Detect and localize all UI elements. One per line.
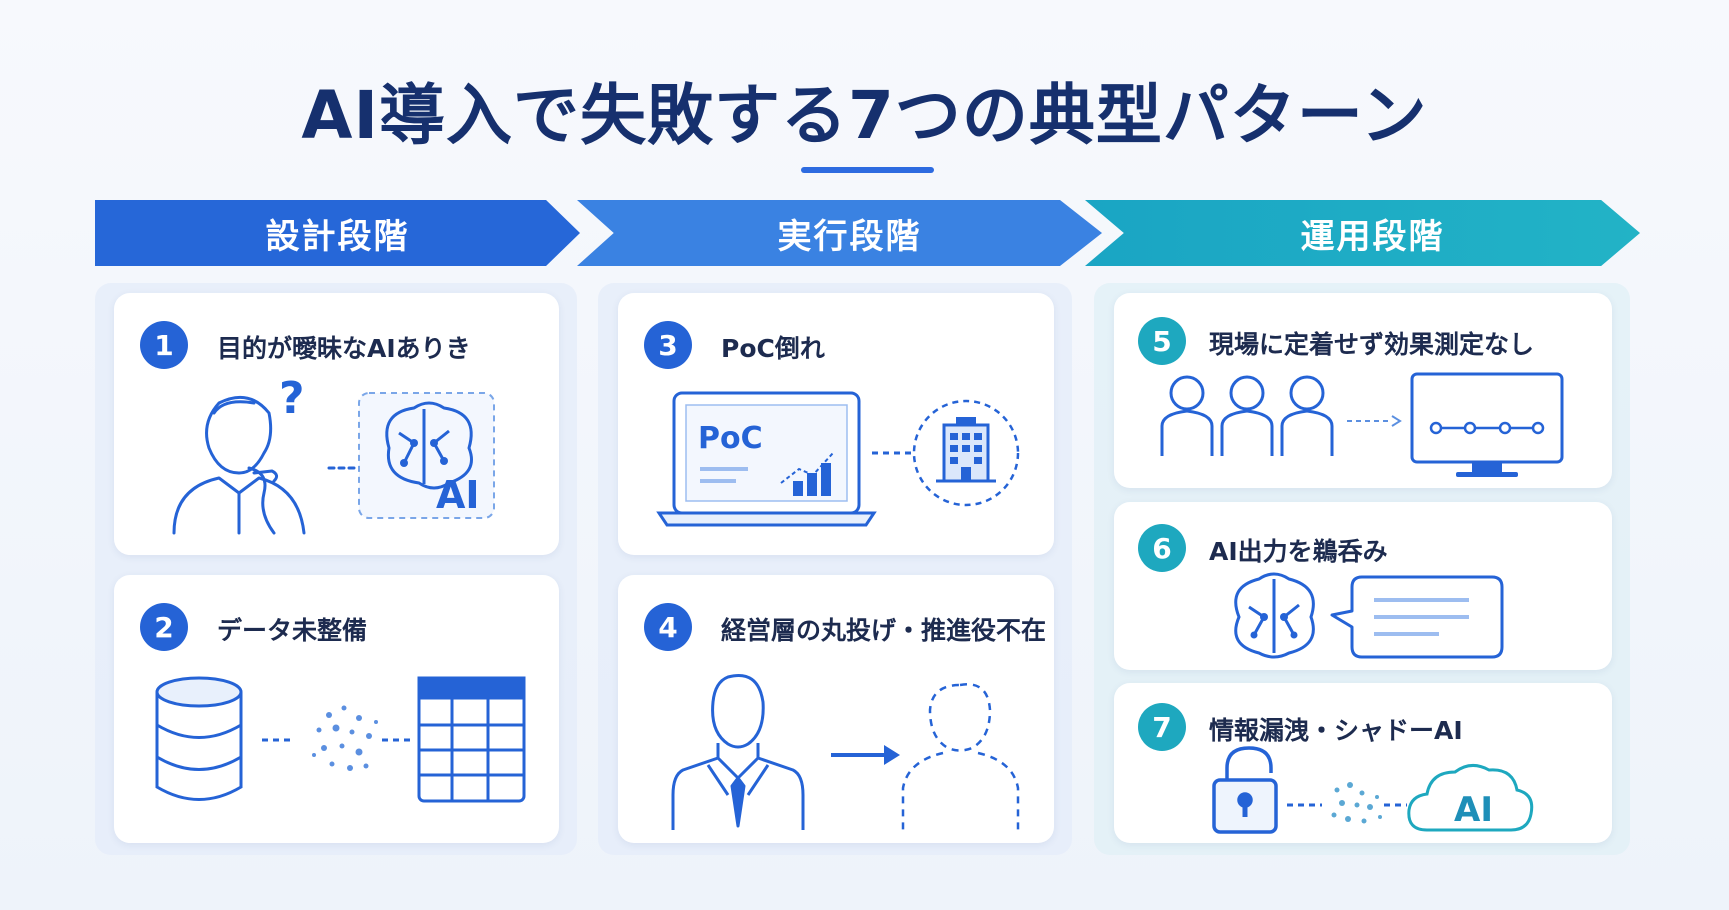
database-icon [155,676,243,801]
pattern-card-3: 3 PoC倒れ PoC [618,293,1054,555]
stage-execution: 実行段階 [577,200,1102,266]
pattern-title-3: PoC倒れ [721,334,825,363]
page-title: AI導入で失敗する7つの典型パターン [301,77,1428,154]
cloud-ai-badge: AI [1454,790,1493,830]
stage-bar: 設計段階 実行段階 運用段階 [95,200,1640,266]
pattern-card-1: 1 目的が曖昧なAIありき ? AI [114,293,559,555]
table-icon [417,676,526,803]
scattered-data-icon [1331,782,1382,824]
arrow-right-icon [1347,415,1402,427]
people-icon [1160,375,1334,456]
pattern-number-1: 1 [140,321,188,369]
cloud-ai-icon: AI [1407,764,1534,832]
stage-operation: 運用段階 [1085,200,1640,266]
pattern-title-4: 経営層の丸投げ・推進役不在 [721,616,1047,645]
pattern-card-5: 5 現場に定着せず効果測定なし [1114,293,1612,488]
pattern-title-5: 現場に定着せず効果測定なし [1209,330,1535,359]
scattered-data-icon [312,705,378,771]
stage-execution-label: 実行段階 [777,216,922,257]
pattern-number-7: 7 [1138,703,1186,751]
title-underline [801,167,934,173]
speech-bubble-icon [1330,575,1504,659]
pattern-number-4: 4 [644,603,692,651]
brain-icon [1234,572,1315,659]
pattern-title-7: 情報漏洩・シャドーAI [1209,716,1463,745]
pattern-number-5: 5 [1138,317,1186,365]
stage-operation-label: 運用段階 [1300,216,1445,257]
pattern-card-7: 7 情報漏洩・シャドーAI AI [1114,683,1612,843]
ai-badge: AI [436,473,480,517]
pattern-number-6: 6 [1138,524,1186,572]
laptop-chart-icon: PoC [656,391,877,527]
poc-screen-label: PoC [698,421,763,456]
absent-person-icon [901,683,1020,830]
pattern-number-3: 3 [644,321,692,369]
confused-person-icon: ? AI [172,373,495,535]
svg-text:?: ? [279,373,305,424]
pattern-title-6: AI出力を鵜呑み [1209,537,1388,566]
pattern-title-1: 目的が曖昧なAIありき [217,334,471,363]
executive-icon [671,674,805,830]
pattern-card-4: 4 経営層の丸投げ・推進役不在 [618,575,1054,843]
building-icon [912,399,1020,507]
pattern-card-2: 2 データ未整備 [114,575,559,843]
pattern-title-2: データ未整備 [217,616,368,645]
unlocked-padlock-icon [1212,746,1278,834]
brain-ai-icon: AI [358,392,495,519]
stage-design: 設計段階 [95,200,580,266]
pattern-card-6: 6 AI出力を鵜呑み [1114,502,1612,670]
arrow-right-icon [831,745,900,765]
monitor-chart-icon [1410,372,1564,477]
stage-design-label: 設計段階 [265,216,410,257]
pattern-number-2: 2 [140,603,188,651]
